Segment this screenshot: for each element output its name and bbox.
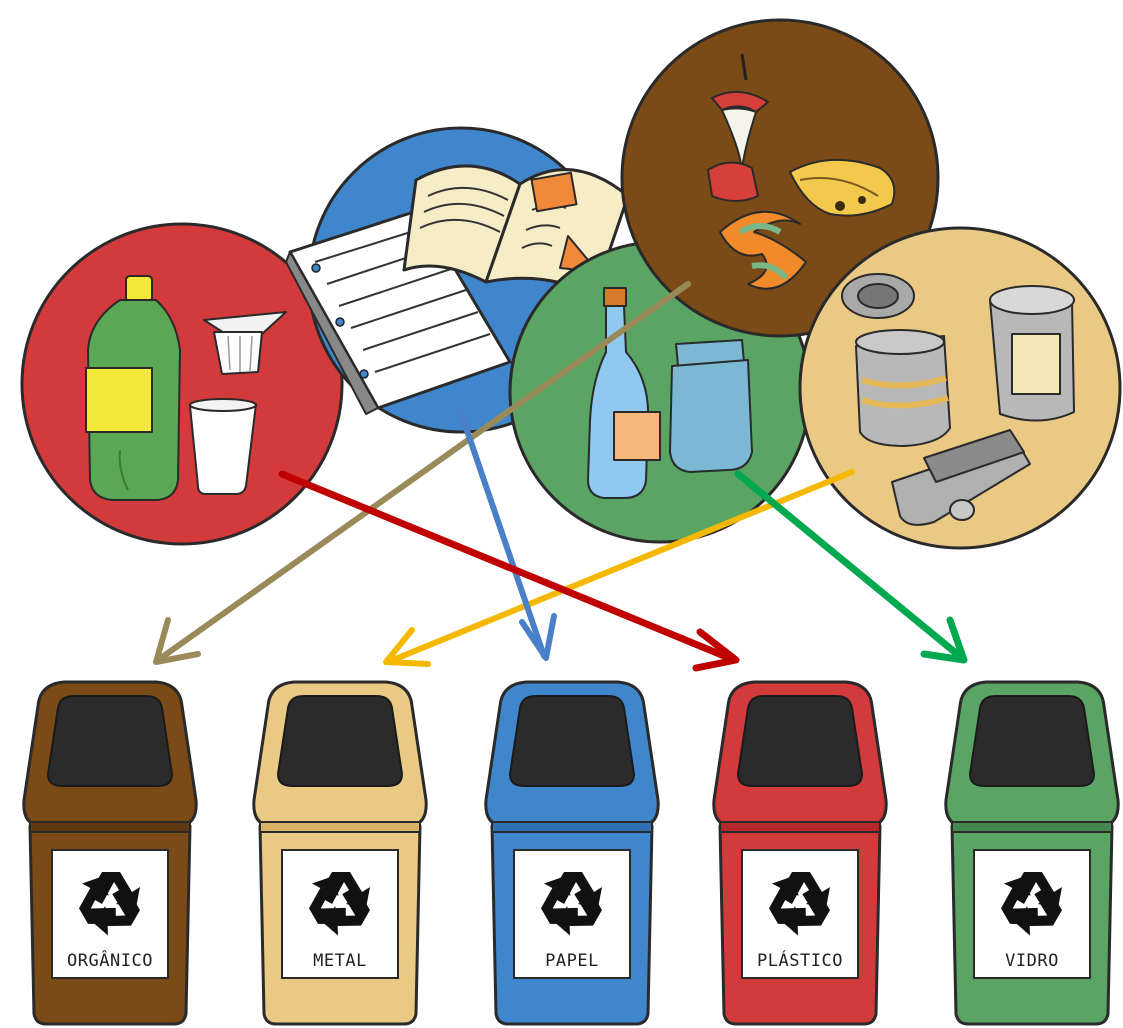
bin-label: METAL (313, 951, 367, 971)
plastic-cup-icon (190, 399, 256, 494)
bin-label: PAPEL (545, 951, 599, 971)
bin-papel: PAPEL (486, 682, 658, 1024)
bin-opening (738, 696, 862, 786)
bin-opening (48, 696, 172, 786)
bin-opening (278, 696, 402, 786)
bin-organico: ORGÂNICO (24, 682, 196, 1024)
bin-plastico: PLÁSTICO (714, 682, 886, 1024)
bin-metal: METAL (254, 682, 426, 1024)
bin-opening (970, 696, 1094, 786)
bin-label: ORGÂNICO (67, 949, 153, 971)
bin-vidro: VIDRO (946, 682, 1118, 1024)
bin-label: VIDRO (1005, 951, 1059, 971)
metal-waste-circle (800, 228, 1120, 548)
drink-can-icon (990, 286, 1074, 421)
glass-jar-icon (670, 340, 752, 472)
bin-opening (510, 696, 634, 786)
bins-row: ORGÂNICO METAL PAPEL PLÁSTICO VIDRO (24, 682, 1118, 1024)
bin-label: PLÁSTICO (757, 949, 843, 971)
